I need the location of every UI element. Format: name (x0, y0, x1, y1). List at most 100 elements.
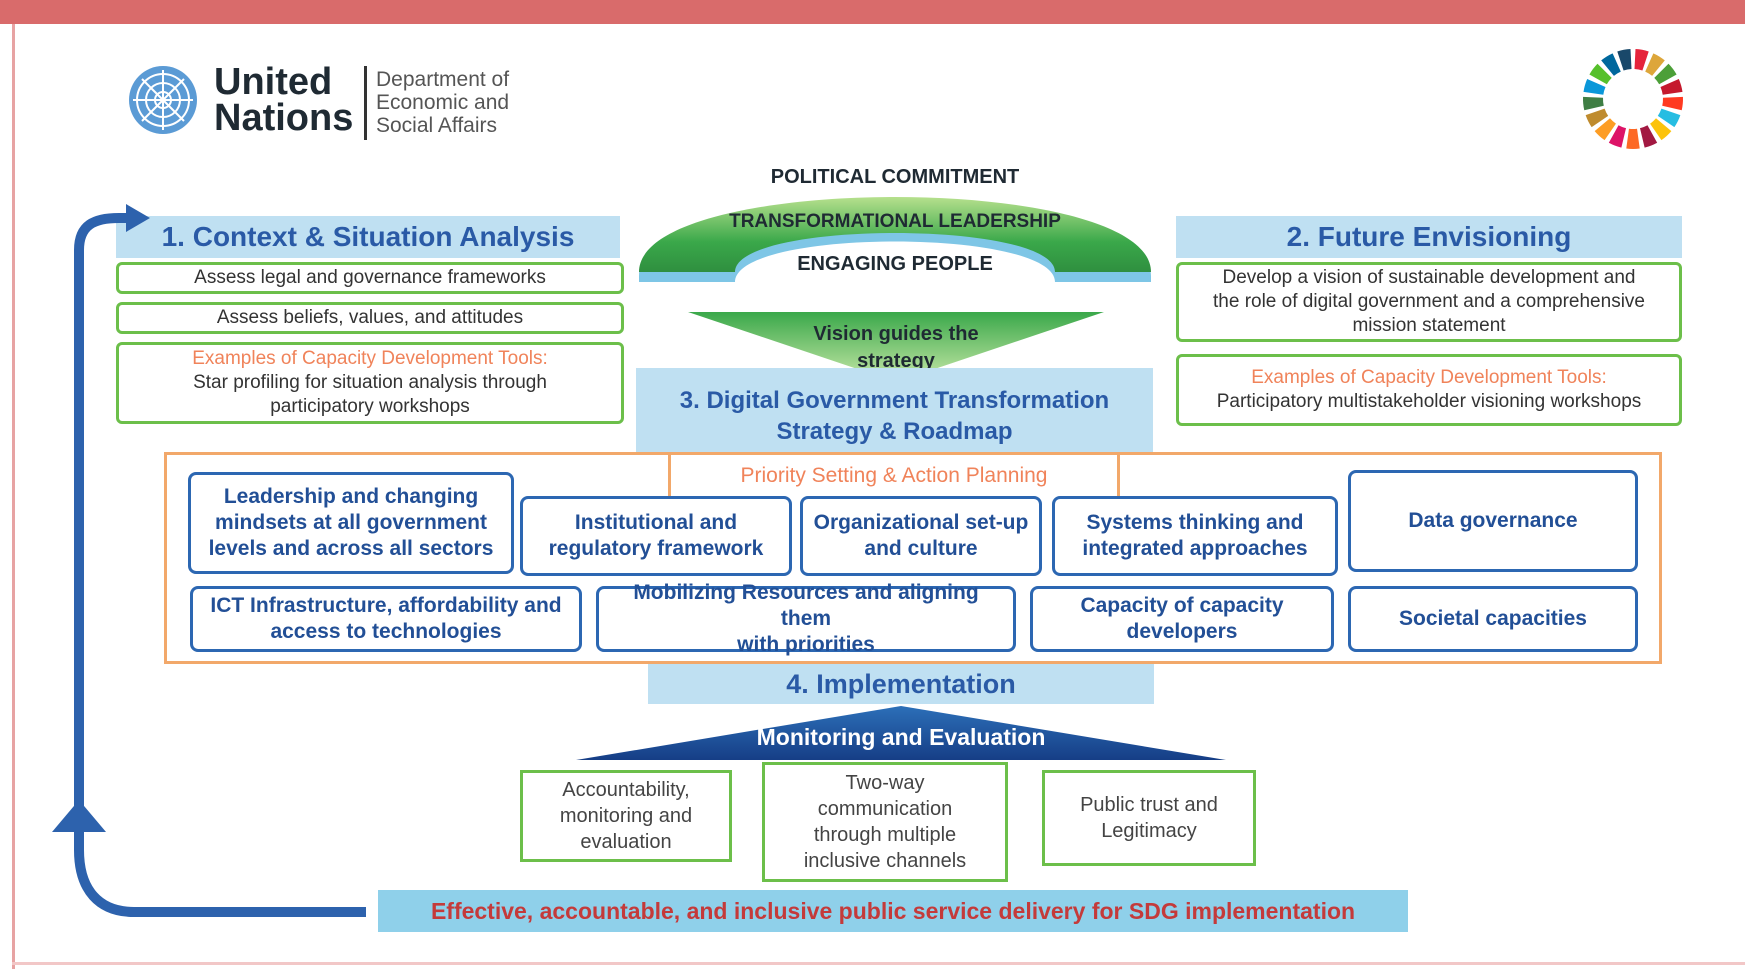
section4-header: 4. Implementation (648, 664, 1154, 704)
pillar-ict-line2: access to technologies (270, 620, 502, 643)
vision-box: Develop a vision of sustainable developm… (1176, 262, 1682, 342)
sdg-wheel-segment (1657, 108, 1681, 128)
pillar-mobilizing-resources: Mobilizing Resources and aligning them w… (596, 581, 1016, 656)
pillar-leadership-line1: Leadership and changing (223, 485, 479, 508)
pillar-institutional: Institutional and regulatory framework (520, 496, 792, 576)
pillar-capacity-developers: Capacity of capacity developers (1030, 586, 1334, 652)
sdg-wheel-segment (1583, 78, 1606, 95)
pillar-data-text: Data governance (1408, 509, 1578, 532)
section2-tools-box: Examples of Capacity Development Tools: … (1176, 354, 1682, 426)
sdg-wheel-segment (1608, 125, 1627, 148)
sdg-wheel-segment (1654, 63, 1677, 85)
vision-line2: the role of digital government and a com… (1213, 291, 1645, 312)
pillar-leadership-line3: levels and across all sectors (208, 537, 494, 560)
section3-title-line2: Strategy & Roadmap (776, 418, 1013, 445)
vision-line1: Develop a vision of sustainable developm… (1222, 267, 1636, 288)
sdg-wheel-segment (1660, 78, 1683, 95)
org-name-line2: Nations (214, 97, 354, 139)
section3-header: 3. Digital Government Transformation Str… (636, 368, 1153, 452)
accountability-line1: Accountability, (562, 779, 690, 801)
funnel-text: Vision guides the strategy (700, 321, 1092, 375)
logo-separator (364, 66, 367, 140)
un-emblem-icon (129, 66, 197, 134)
arch-line-political-commitment: POLITICAL COMMITMENT (770, 166, 1020, 188)
leadership-arch (639, 197, 1151, 282)
pillar-leadership-line2: mindsets at all government (215, 511, 487, 534)
sdg-wheel-segment (1585, 108, 1609, 128)
pillar-systems-thinking: Systems thinking and integrated approach… (1052, 496, 1338, 576)
pillar-leadership: Leadership and changing mindsets at all … (188, 472, 514, 574)
pillar-data-governance: Data governance (1348, 470, 1638, 572)
pillar-institutional-line2: regulatory framework (548, 537, 764, 560)
sdg-wheel-segment (1617, 49, 1632, 71)
two-way-line2: communication (817, 798, 953, 820)
dept-line2: Economic and (376, 91, 510, 114)
pillar-systems-line1: Systems thinking and (1086, 511, 1304, 534)
dept-line3: Social Affairs (376, 114, 498, 137)
vision-funnel (688, 312, 1104, 382)
accountability-line2: monitoring and (559, 805, 693, 827)
pillar-organizational-line1: Organizational set-up (813, 511, 1029, 534)
assess-legal-text: Assess legal and governance frameworks (194, 267, 546, 288)
public-trust-line2: Legitimacy (1101, 820, 1197, 842)
public-trust-line1: Public trust and (1080, 794, 1218, 816)
pillar-ict-line1: ICT Infrastructure, affordability and (210, 594, 562, 617)
section2-tools-text: Participatory multistakeholder visioning… (1216, 391, 1642, 412)
sdg-wheel-icon (1583, 49, 1683, 149)
pillar-institutional-line1: Institutional and (574, 511, 738, 534)
two-way-line3: through multiple (813, 824, 957, 846)
section1-header: 1. Context & Situation Analysis (116, 216, 620, 258)
dept-line1: Department of (376, 68, 510, 91)
pillar-mobilizing-line1: Mobilizing Resources and aligning them (633, 581, 979, 630)
outcome-banner: Effective, accountable, and inclusive pu… (378, 890, 1408, 932)
priority-setting-label: Priority Setting & Action Planning (668, 452, 1120, 496)
funnel-text-line2: strategy (857, 350, 935, 372)
section3-title-line1: 3. Digital Government Transformation (679, 387, 1110, 414)
monitoring-evaluation-label: Monitoring and Evaluation (756, 724, 1046, 750)
assess-beliefs-box: Assess beliefs, values, and attitudes (116, 302, 624, 334)
frame-bottom-border (12, 962, 1745, 965)
frame-left-border (12, 24, 15, 969)
pillar-organizational-line2: and culture (864, 537, 978, 560)
section2-tools-title: Examples of Capacity Development Tools: (1251, 367, 1607, 388)
pillar-organizational: Organizational set-up and culture (800, 496, 1042, 576)
pillar-societal-text: Societal capacities (1399, 607, 1587, 630)
sdg-wheel-segment (1626, 128, 1640, 149)
monitoring-triangle (576, 706, 1226, 760)
feedback-loop-arrow-icon (52, 204, 366, 917)
public-trust-box: Public trust and Legitimacy (1042, 770, 1256, 866)
vision-line3: mission statement (1352, 315, 1506, 336)
top-banner-bar (0, 0, 1745, 24)
sdg-wheel-segment (1639, 125, 1658, 148)
pillar-societal-capacities: Societal capacities (1348, 586, 1638, 652)
sdg-wheel-segment (1594, 118, 1616, 141)
sdg-wheel-segment (1589, 63, 1612, 85)
sdg-wheel-segment (1634, 49, 1649, 71)
sdg-wheel-segment (1650, 118, 1672, 141)
assess-legal-box: Assess legal and governance frameworks (116, 262, 624, 294)
sdg-wheel-segment (1601, 53, 1621, 76)
org-name-line1: United (214, 61, 333, 103)
accountability-box: Accountability, monitoring and evaluatio… (520, 770, 732, 862)
section1-tools-line1: Star profiling for situation analysis th… (193, 372, 547, 393)
two-way-line4: inclusive channels (803, 850, 967, 872)
sdg-wheel-segment (1662, 96, 1683, 111)
section2-header: 2. Future Envisioning (1176, 216, 1682, 258)
funnel-text-line1: Vision guides the (813, 323, 979, 345)
pillar-capacity-line2: developers (1126, 620, 1238, 643)
section1-tools-title: Examples of Capacity Development Tools: (192, 348, 548, 369)
arch-line-engaging-people: ENGAGING PEOPLE (797, 253, 993, 275)
pillar-ict: ICT Infrastructure, affordability and ac… (190, 586, 582, 652)
pillar-capacity-line1: Capacity of capacity (1080, 594, 1284, 617)
sdg-wheel-segment (1583, 96, 1604, 111)
arch-line-transformational-leadership: TRANSFORMATIONAL LEADERSHIP (729, 211, 1061, 232)
section1-tools-box: Examples of Capacity Development Tools: … (116, 342, 624, 424)
pillar-mobilizing-line2: with priorities (737, 633, 875, 656)
section1-tools-line2: participatory workshops (270, 396, 470, 417)
assess-beliefs-text: Assess beliefs, values, and attitudes (216, 307, 524, 328)
accountability-line3: evaluation (580, 831, 672, 853)
two-way-line1: Two-way (845, 772, 925, 794)
two-way-communication-box: Two-way communication through multiple i… (762, 762, 1008, 882)
pillar-systems-line2: integrated approaches (1082, 537, 1308, 560)
sdg-wheel-segment (1645, 53, 1665, 76)
